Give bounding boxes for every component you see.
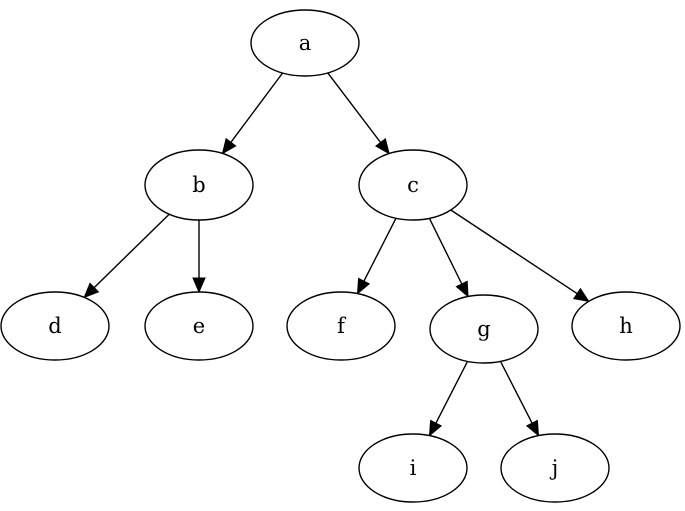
node-ellipse	[0, 291, 110, 361]
node-ellipse	[144, 291, 254, 361]
node-j: j	[500, 433, 610, 503]
node-ellipse	[358, 433, 468, 503]
edge-line	[230, 72, 284, 143]
arrowhead-icon	[221, 137, 237, 155]
node-label: b	[192, 173, 205, 197]
node-label: d	[48, 314, 61, 338]
arrowhead-icon	[572, 287, 590, 303]
edge-line	[435, 361, 469, 424]
arrowhead-icon	[455, 280, 469, 298]
nodes-layer: a b c d e f g h i j	[0, 9, 681, 503]
node-label: i	[410, 456, 417, 480]
node-label: j	[549, 456, 559, 480]
node-label: f	[337, 314, 347, 338]
node-label: a	[299, 31, 312, 55]
node-a: a	[250, 9, 360, 77]
arrowhead-icon	[525, 419, 540, 437]
node-ellipse	[429, 294, 539, 364]
edge-g-j	[499, 361, 540, 437]
edge-line	[327, 72, 382, 143]
node-ellipse	[358, 149, 468, 221]
node-ellipse	[286, 291, 396, 361]
node-ellipse	[144, 149, 254, 221]
node-b: b	[144, 149, 254, 221]
node-label: e	[193, 314, 205, 338]
node-ellipse	[571, 291, 681, 361]
node-d: d	[0, 291, 110, 361]
node-label: h	[619, 314, 633, 338]
edge-line	[450, 209, 578, 295]
edge-b-e	[192, 220, 206, 294]
arrowhead-icon	[374, 137, 390, 155]
edge-line	[363, 217, 397, 282]
node-g: g	[429, 294, 539, 364]
node-e: e	[144, 291, 254, 361]
arrowhead-icon	[428, 419, 443, 437]
edge-c-f	[356, 217, 397, 295]
edge-a-b	[221, 72, 284, 155]
node-ellipse	[500, 433, 610, 503]
arrowhead-icon	[83, 282, 100, 299]
arrowhead-icon	[356, 277, 371, 295]
arrowhead-icon	[192, 277, 206, 294]
edge-a-c	[327, 72, 390, 155]
edge-c-g	[428, 217, 469, 298]
node-h: h	[571, 291, 681, 361]
node-i: i	[358, 433, 468, 503]
node-ellipse	[250, 9, 360, 77]
edges-layer	[83, 72, 590, 437]
node-label: c	[407, 173, 419, 197]
edge-line	[499, 361, 533, 424]
edge-c-h	[450, 209, 590, 303]
edge-line	[93, 213, 170, 289]
node-f: f	[286, 291, 396, 361]
edge-line	[428, 217, 463, 285]
edge-g-i	[428, 361, 469, 437]
node-c: c	[358, 149, 468, 221]
edge-b-d	[83, 213, 170, 299]
node-label: g	[477, 317, 490, 341]
